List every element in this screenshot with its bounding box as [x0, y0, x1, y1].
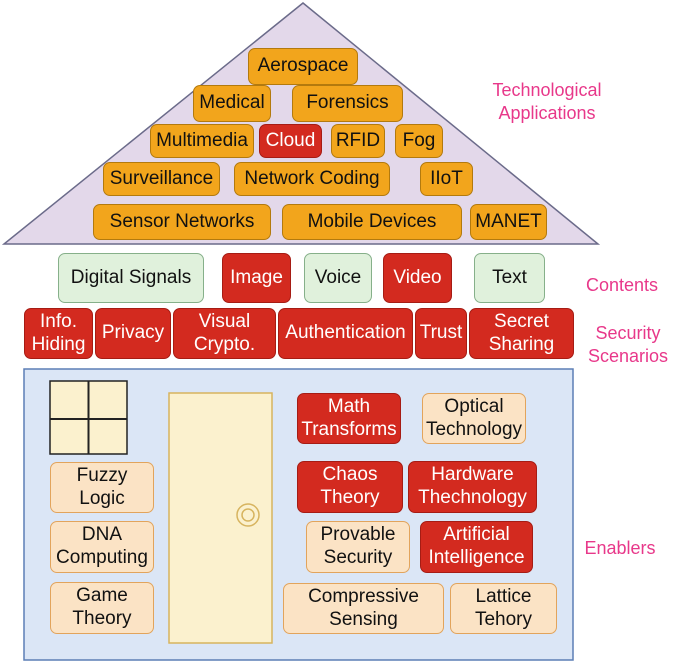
- door: [168, 392, 273, 644]
- content-text: Text: [474, 253, 545, 303]
- enabler-math-transforms: Math Transforms: [297, 393, 401, 444]
- scenario-privacy: Privacy: [95, 308, 171, 359]
- enabler-artificial-intelligence: Artificial Intelligence: [420, 521, 533, 573]
- enabler-hardware-technology: Hardware Thechnology: [408, 461, 537, 513]
- enabler-optical-technology: Optical Technology: [422, 393, 526, 444]
- app-aerospace: Aerospace: [248, 48, 358, 85]
- app-forensics: Forensics: [292, 85, 403, 122]
- app-manet: MANET: [470, 204, 547, 240]
- app-surveillance: Surveillance: [103, 162, 220, 196]
- scenario-secret-sharing: Secret Sharing: [469, 308, 574, 359]
- enabler-lattice-theory: Lattice Tehory: [450, 583, 557, 634]
- label-contents: Contents: [585, 275, 659, 295]
- scenario-info-hiding: Info. Hiding: [24, 308, 93, 359]
- label-security-scenarios: Security Scenarios: [587, 323, 669, 367]
- app-network-coding: Network Coding: [234, 162, 390, 196]
- enabler-chaos-theory: Chaos Theory: [297, 461, 403, 513]
- enabler-dna-computing: DNA Computing: [50, 521, 154, 573]
- app-cloud: Cloud: [259, 124, 322, 158]
- content-digital-signals: Digital Signals: [58, 253, 204, 303]
- content-voice: Voice: [304, 253, 372, 303]
- app-rfid: RFID: [331, 124, 385, 158]
- enabler-game-theory: Game Theory: [50, 582, 154, 634]
- app-fog: Fog: [395, 124, 443, 158]
- app-mobile-devices: Mobile Devices: [282, 204, 462, 240]
- app-iiot: IIoT: [420, 162, 473, 196]
- scenario-authentication: Authentication: [278, 308, 413, 359]
- content-video: Video: [383, 253, 452, 303]
- content-image: Image: [222, 253, 291, 303]
- enabler-provable-security: Provable Security: [306, 521, 410, 573]
- window: [49, 380, 128, 455]
- app-sensor-networks: Sensor Networks: [93, 204, 271, 240]
- scenario-visual-crypto: Visual Crypto.: [173, 308, 276, 359]
- enabler-compressive-sensing: Compressive Sensing: [283, 583, 444, 634]
- label-enablers: Enablers: [584, 538, 656, 558]
- scenario-trust: Trust: [415, 308, 467, 359]
- label-technological-applications: Technological Applications: [492, 80, 602, 124]
- door-knob: [236, 503, 260, 527]
- app-multimedia: Multimedia: [150, 124, 254, 158]
- app-medical: Medical: [193, 85, 271, 122]
- enabler-fuzzy-logic: Fuzzy Logic: [50, 462, 154, 513]
